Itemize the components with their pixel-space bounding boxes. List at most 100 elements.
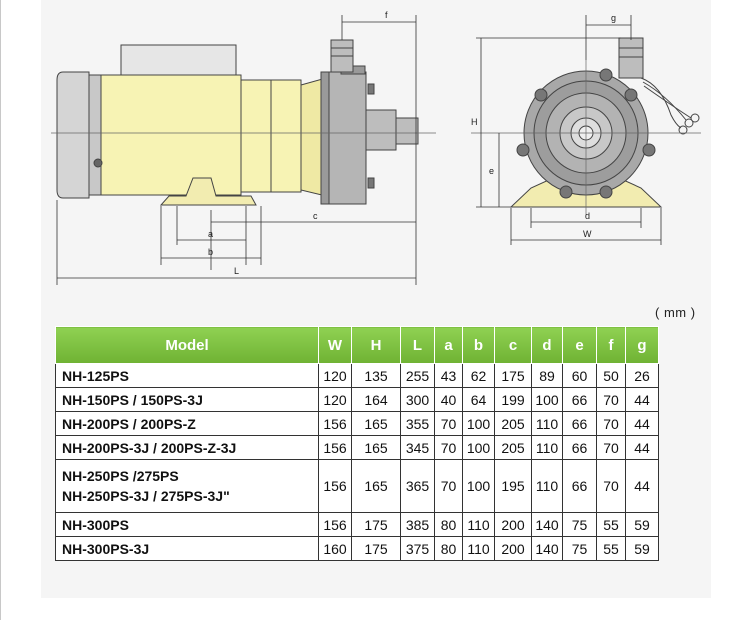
value-cell-c: 175 — [494, 363, 532, 388]
table-row: NH-150PS / 150PS-3J 120 164 300 40 64 19… — [55, 387, 659, 412]
value-cell-d: 89 — [531, 363, 563, 388]
value-cell-l: 345 — [400, 435, 435, 460]
value-cell-b: 110 — [462, 536, 495, 561]
col-header-l: L — [400, 326, 435, 364]
dim-label-g: g — [611, 13, 616, 23]
unit-label: ( mm ) — [655, 305, 696, 320]
dim-label-W: W — [583, 229, 592, 239]
value-cell-a: 70 — [434, 459, 463, 513]
value-cell-c: 205 — [494, 411, 532, 436]
value-cell-d: 100 — [531, 387, 563, 412]
dim-label-b: b — [208, 247, 213, 257]
table-row: NH-200PS-3J / 200PS-Z-3J 156 165 345 70 … — [55, 435, 659, 460]
value-cell-b: 100 — [462, 459, 495, 513]
value-cell-f: 50 — [596, 363, 626, 388]
model-cell: NH-250PS /275PS NH-250PS-3J / 275PS-3J" — [55, 459, 319, 513]
model-cell: NH-300PS — [55, 512, 319, 537]
table-row: NH-300PS-3J 160 175 375 80 110 200 140 7… — [55, 536, 659, 561]
pump-front-view — [471, 37, 701, 215]
col-header-d: d — [531, 326, 563, 364]
value-cell-w: 156 — [318, 512, 352, 537]
value-cell-e: 66 — [562, 459, 597, 513]
table-row: NH-200PS / 200PS-Z 156 165 355 70 100 20… — [55, 411, 659, 436]
value-cell-w: 120 — [318, 387, 352, 412]
value-cell-e: 66 — [562, 411, 597, 436]
value-cell-e: 60 — [562, 363, 597, 388]
value-cell-c: 200 — [494, 512, 532, 537]
value-cell-a: 70 — [434, 411, 463, 436]
value-cell-g: 26 — [625, 363, 659, 388]
dim-label-c: c — [313, 211, 318, 221]
value-cell-h: 175 — [351, 512, 401, 537]
value-cell-e: 66 — [562, 435, 597, 460]
value-cell-l: 375 — [400, 536, 435, 561]
value-cell-b: 110 — [462, 512, 495, 537]
value-cell-e: 66 — [562, 387, 597, 412]
value-cell-h: 135 — [351, 363, 401, 388]
model-line: NH-250PS-3J / 275PS-3J" — [62, 488, 230, 504]
value-cell-f: 70 — [596, 459, 626, 513]
value-cell-l: 355 — [400, 411, 435, 436]
value-cell-b: 100 — [462, 435, 495, 460]
value-cell-a: 70 — [434, 435, 463, 460]
model-cell: NH-200PS-3J / 200PS-Z-3J — [55, 435, 319, 460]
value-cell-c: 205 — [494, 435, 532, 460]
value-cell-l: 385 — [400, 512, 435, 537]
col-header-b: b — [462, 326, 495, 364]
table-header-row: Model W H L a b c d e f g — [55, 326, 659, 364]
model-cell: NH-300PS-3J — [55, 536, 319, 561]
value-cell-a: 80 — [434, 512, 463, 537]
page-left-border — [0, 0, 1, 620]
value-cell-c: 199 — [494, 387, 532, 412]
value-cell-g: 44 — [625, 435, 659, 460]
value-cell-d: 140 — [531, 536, 563, 561]
col-header-c: c — [494, 326, 532, 364]
value-cell-d: 110 — [531, 435, 563, 460]
front-dimension-lines — [476, 15, 662, 245]
pump-side-view — [51, 39, 436, 206]
table-row: NH-300PS 156 175 385 80 110 200 140 75 5… — [55, 512, 659, 537]
col-header-f: f — [596, 326, 626, 364]
value-cell-b: 62 — [462, 363, 495, 388]
value-cell-w: 156 — [318, 411, 352, 436]
value-cell-l: 365 — [400, 459, 435, 513]
col-header-w: W — [318, 326, 352, 364]
value-cell-f: 70 — [596, 435, 626, 460]
model-line: NH-250PS /275PS — [62, 468, 179, 484]
dim-label-d: d — [585, 211, 590, 221]
side-dimension-lines — [56, 15, 417, 285]
value-cell-f: 70 — [596, 387, 626, 412]
value-cell-h: 175 — [351, 536, 401, 561]
value-cell-d: 140 — [531, 512, 563, 537]
value-cell-f: 55 — [596, 512, 626, 537]
value-cell-h: 165 — [351, 435, 401, 460]
value-cell-b: 64 — [462, 387, 495, 412]
table-row: NH-250PS /275PS NH-250PS-3J / 275PS-3J" … — [55, 459, 659, 513]
value-cell-h: 165 — [351, 459, 401, 513]
value-cell-h: 165 — [351, 411, 401, 436]
dim-label-L: L — [234, 266, 239, 276]
pump-dimension-drawing: f c a b L — [51, 10, 701, 285]
value-cell-a: 43 — [434, 363, 463, 388]
col-header-h: H — [351, 326, 401, 364]
value-cell-w: 156 — [318, 459, 352, 513]
value-cell-g: 44 — [625, 411, 659, 436]
model-cell: NH-125PS — [55, 363, 319, 388]
value-cell-a: 80 — [434, 536, 463, 561]
dim-label-a: a — [208, 229, 213, 239]
model-cell: NH-200PS / 200PS-Z — [55, 411, 319, 436]
dim-label-H: H — [471, 117, 478, 127]
value-cell-b: 100 — [462, 411, 495, 436]
value-cell-l: 255 — [400, 363, 435, 388]
col-header-model: Model — [55, 326, 319, 364]
value-cell-g: 59 — [625, 536, 659, 561]
col-header-e: e — [562, 326, 597, 364]
value-cell-d: 110 — [531, 459, 563, 513]
table-row: NH-125PS 120 135 255 43 62 175 89 60 50 … — [55, 363, 659, 388]
value-cell-g: 59 — [625, 512, 659, 537]
pump-dimension-table: Model W H L a b c d e f g NH-125PS 120 1… — [55, 326, 659, 561]
value-cell-a: 40 — [434, 387, 463, 412]
value-cell-f: 55 — [596, 536, 626, 561]
value-cell-f: 70 — [596, 411, 626, 436]
value-cell-e: 75 — [562, 512, 597, 537]
